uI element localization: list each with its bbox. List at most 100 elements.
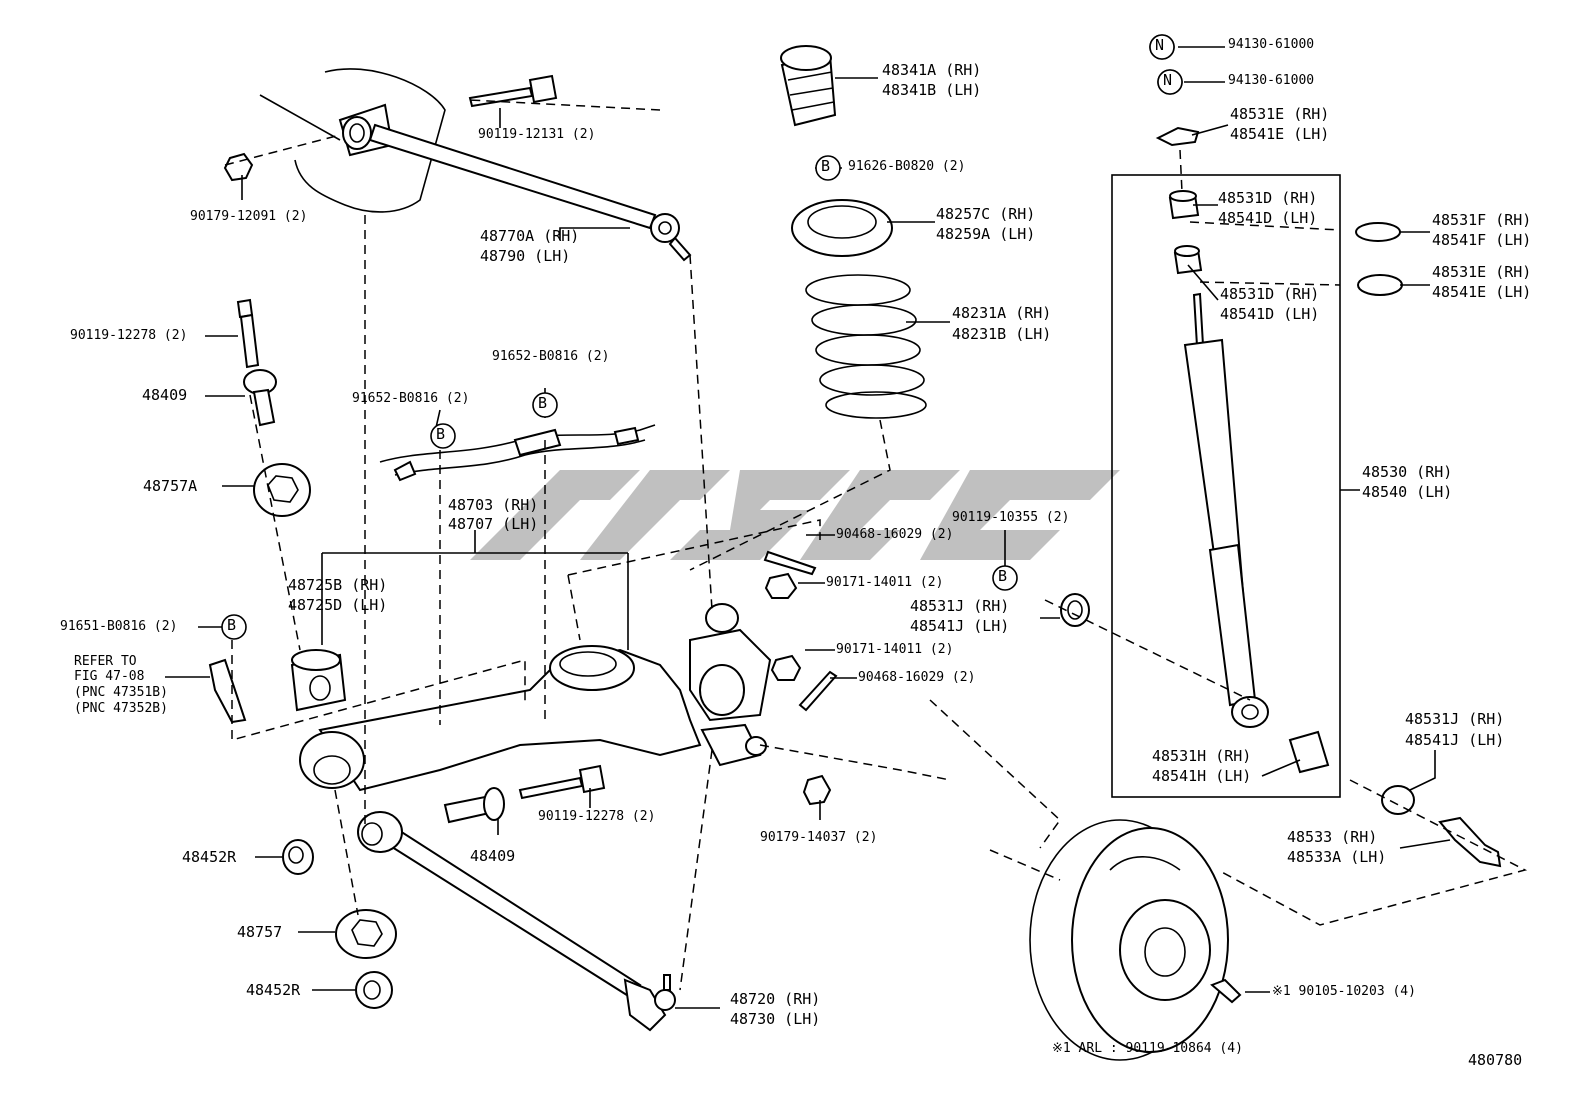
bolt-90119-12278-top [236, 298, 260, 369]
cotter-pin-90468-top [763, 550, 817, 576]
marker-letter-n: N [1163, 71, 1173, 89]
label-48341b: 48341B (LH) [882, 81, 982, 99]
nut-90179-14037 [802, 774, 832, 806]
label-48790: 48790 (LH) [480, 247, 571, 265]
label-91626: 91626-B0820 (2) [848, 159, 966, 174]
bushing-48531j-right [1381, 785, 1415, 815]
bracket-91651 [208, 658, 247, 724]
lower-lateral-link [357, 811, 676, 1032]
marker-n-a [1149, 34, 1175, 60]
castle-nut-90171-top [764, 572, 798, 599]
label-48541d-a: 48541D (LH) [1218, 209, 1318, 227]
bolt-90119-12278-mid [518, 764, 606, 800]
hub-bolt-90105 [1210, 978, 1242, 1004]
marker-letter-b: B [436, 425, 446, 443]
marker-n-b [1157, 69, 1183, 95]
label-48541h: 48541H (LH) [1152, 767, 1252, 785]
collar-48409-top [243, 369, 277, 427]
label-48725d: 48725D (LH) [288, 596, 388, 614]
label-90119-12278-mid: 90119-12278 (2) [538, 809, 656, 824]
bushing-48531d-a [1168, 190, 1200, 220]
label-48531f: 48531F (RH) [1432, 211, 1532, 229]
collar-48409-mid [443, 787, 505, 824]
label-48541e-b: 48541E (LH) [1432, 283, 1532, 301]
label-48259a: 48259A (LH) [936, 225, 1036, 243]
label-48452r-bottom: 48452R [246, 981, 301, 999]
label-48730: 48730 (LH) [730, 1010, 821, 1028]
marker-b-91652-a [430, 423, 456, 449]
bushing-48757 [335, 909, 397, 959]
marker-letter-b: B [998, 567, 1008, 585]
label-90468-a: 90468-16029 (2) [836, 527, 954, 542]
bushing-48531d-b [1173, 245, 1203, 275]
label-48541e-top: 48541E (LH) [1230, 125, 1330, 143]
label-48257c: 48257C (RH) [936, 205, 1036, 223]
label-90119-10355: 90119-10355 (2) [952, 510, 1070, 525]
label-48452r-top: 48452R [182, 848, 237, 866]
label-48533a: 48533A (LH) [1287, 848, 1387, 866]
label-48341a: 48341A (RH) [882, 61, 982, 79]
label-48409-mid: 48409 [470, 847, 516, 865]
marker-b-91651 [221, 614, 247, 640]
label-refer-pnc-a: (PNC 47351B) [74, 685, 168, 700]
label-48541f: 48541F (LH) [1432, 231, 1532, 249]
label-48231b: 48231B (LH) [952, 325, 1052, 343]
marker-letter-b: B [821, 157, 831, 175]
upper-lateral-link [368, 123, 692, 262]
label-48703: 48703 (RH) [448, 496, 539, 514]
figure-number: 480780 [1468, 1051, 1523, 1069]
label-94130-b: 94130-61000 [1228, 73, 1315, 88]
marker-b-91626 [815, 155, 841, 181]
marker-b-91652-b [532, 392, 558, 418]
label-91652-b: 91652-B0816 (2) [492, 349, 610, 364]
label-90119-12278-top: 90119-12278 (2) [70, 328, 188, 343]
label-48531d-a: 48531D (RH) [1218, 189, 1318, 207]
bushing-48531h [1288, 730, 1330, 774]
coil-spring-48231a [805, 274, 927, 419]
label-48757: 48757 [237, 923, 283, 941]
nut-90179-12091 [223, 152, 254, 182]
label-48541j-right: 48541J (LH) [1405, 731, 1505, 749]
spring-seat-48257c [791, 199, 893, 257]
label-48540: 48540 (LH) [1362, 483, 1453, 501]
label-48531d-b: 48531D (RH) [1220, 285, 1320, 303]
washer-48531e-top [1155, 126, 1200, 147]
label-48757a: 48757A [143, 477, 198, 495]
body-bracket [259, 68, 446, 213]
brake-drum-hub [1029, 819, 1229, 1061]
label-48531j-mid: 48531J (RH) [910, 597, 1010, 615]
label-48541d-b: 48541D (LH) [1220, 305, 1320, 323]
castle-nut-90171-bottom [770, 654, 802, 681]
label-48531j-right: 48531J (RH) [1405, 710, 1505, 728]
brake-hose-cable [379, 424, 656, 482]
dashed-guide-lines [224, 99, 1528, 991]
label-48533: 48533 (RH) [1287, 828, 1378, 846]
label-refer-pnc-b: (PNC 47352B) [74, 701, 168, 716]
label-90179-12091: 90179-12091 (2) [190, 209, 308, 224]
bushing-48452r-bottom [355, 971, 393, 1009]
shock-kit-frame [1111, 174, 1341, 798]
label-48770a: 48770A (RH) [480, 227, 580, 245]
label-90105: ※1 90105-10203 (4) [1272, 984, 1416, 999]
label-90171-a: 90171-14011 (2) [826, 575, 944, 590]
bushing-48725b [290, 649, 347, 712]
label-48531e-b: 48531E (RH) [1432, 263, 1532, 281]
label-48725b: 48725B (RH) [288, 576, 388, 594]
marker-letter-n: N [1155, 36, 1165, 54]
label-90468-b: 90468-16029 (2) [858, 670, 976, 685]
label-94130-a: 94130-61000 [1228, 37, 1315, 52]
cotter-pin-90468-bottom [798, 670, 838, 712]
label-90179-14037: 90179-14037 (2) [760, 830, 878, 845]
label-refer-fig: FIG 47-08 [74, 669, 145, 684]
label-90119-12131: 90119-12131 (2) [478, 127, 596, 142]
label-91652-a: 91652-B0816 (2) [352, 391, 470, 406]
label-48720: 48720 (RH) [730, 990, 821, 1008]
label-48707: 48707 (LH) [448, 515, 539, 533]
marker-letter-b: B [227, 616, 237, 634]
label-48231a: 48231A (RH) [952, 304, 1052, 322]
watermark-logo [470, 470, 1120, 560]
arl-note: ※1 ARL : 90119-10864 (4) [1052, 1041, 1243, 1056]
bushing-48531j-mid [1060, 593, 1090, 627]
label-48531h: 48531H (RH) [1152, 747, 1252, 765]
